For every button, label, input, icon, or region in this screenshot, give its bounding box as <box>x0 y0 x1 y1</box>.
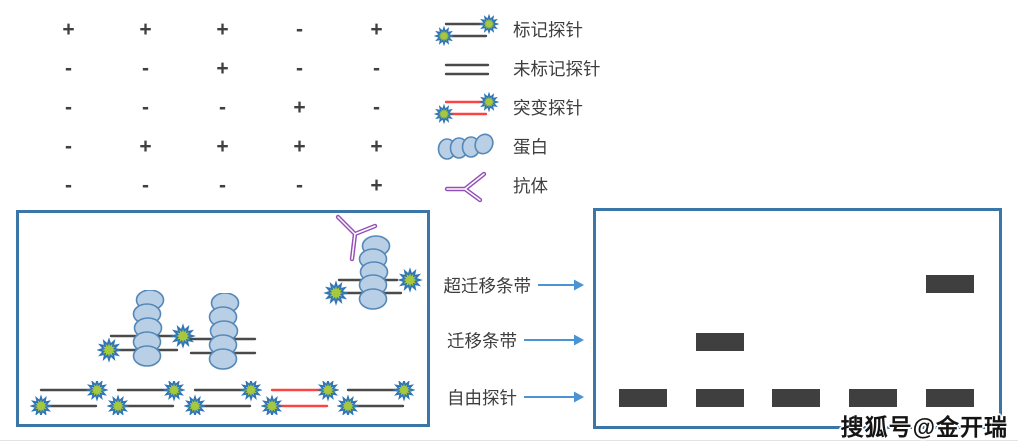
matrix-cell-r4c5: + <box>370 134 383 158</box>
shift-band-text: 迁移条带 <box>447 330 517 351</box>
matrix-cell-r1c5: + <box>370 17 383 41</box>
gel-band-free-lane3 <box>772 389 820 407</box>
matrix-cell-r1c2: + <box>139 17 152 41</box>
matrix-cell-r5c2: - <box>142 173 149 197</box>
labeled-probe <box>31 381 107 415</box>
matrix-cell-r1c4: - <box>296 17 303 41</box>
reaction-diagram-box <box>16 210 430 427</box>
legend: 标记探针 未标记探针 突变探针 <box>430 10 601 205</box>
matrix-cell-r3c2: - <box>142 95 149 119</box>
matrix-cell-r3c3: - <box>219 95 226 119</box>
legend-row-mutant-probe: 突变探针 <box>430 88 601 127</box>
unlabeled-probe-icon <box>430 59 504 79</box>
matrix-cell-r4c2: + <box>139 134 152 158</box>
right-arrow-icon <box>538 279 584 291</box>
gel-band-free-lane4 <box>849 389 897 407</box>
right-arrow-icon <box>524 391 584 403</box>
matrix-cell-r2c2: - <box>142 56 149 80</box>
gel-band-supershift-lane5 <box>926 275 974 293</box>
matrix-cell-r2c5: - <box>373 56 380 80</box>
labeled-probe <box>108 381 184 415</box>
gel-box <box>593 208 1002 429</box>
right-arrow-icon <box>524 334 584 346</box>
labeled-probe <box>185 381 261 415</box>
supershift-band-text: 超迁移条带 <box>443 275 532 296</box>
gel-band-free-lane2 <box>696 389 744 407</box>
supershift-band-label: 超迁移条带 <box>443 273 584 297</box>
matrix-cell-r5c4: - <box>296 173 303 197</box>
matrix-cell-r5c3: - <box>219 173 226 197</box>
legend-label: 突变探针 <box>513 98 583 118</box>
matrix-cell-r1c1: + <box>62 17 75 41</box>
legend-row-antibody: 抗体 <box>430 166 601 205</box>
matrix-cell-r4c1: - <box>65 134 72 158</box>
matrix-cell-r2c1: - <box>65 56 72 80</box>
protein-icon <box>430 132 504 162</box>
labeled-probe-icon <box>430 14 504 46</box>
free-probe-text: 自由探针 <box>447 387 517 408</box>
condition-matrix: + + + - + - - + - - - - - + - - + + + + - - - - + <box>30 10 415 205</box>
protein-unlabeled-probe-complex <box>189 293 257 370</box>
matrix-cell-r3c1: - <box>65 95 72 119</box>
matrix-cell-r2c3: + <box>216 56 229 80</box>
bottom-divider <box>0 440 1018 441</box>
gel-row-labels: 超迁移条带 迁移条带 自由探针 <box>424 0 584 446</box>
matrix-cell-r4c3: + <box>216 134 229 158</box>
legend-label: 标记探针 <box>513 20 583 40</box>
mutant-probe-icon <box>430 92 504 124</box>
matrix-cell-r2c4: - <box>296 56 303 80</box>
shift-band-label: 迁移条带 <box>447 328 584 352</box>
labeled-probe <box>338 381 414 415</box>
legend-row-unlabeled-probe: 未标记探针 <box>430 49 601 88</box>
matrix-cell-r5c5: + <box>370 173 383 197</box>
gel-band-free-lane1 <box>619 389 667 407</box>
watermark: 搜狐号@金开瑞 <box>840 414 1008 440</box>
mutant-probe <box>262 381 338 415</box>
gel-band-free-lane5 <box>926 389 974 407</box>
matrix-cell-r1c3: + <box>216 17 229 41</box>
matrix-cell-r3c5: - <box>373 95 380 119</box>
antibody-icon <box>430 168 504 204</box>
antibody-protein-probe-complex <box>325 214 421 310</box>
gel-band-shift-lane2 <box>696 333 744 351</box>
legend-label: 未标记探针 <box>513 59 601 79</box>
protein-labeled-probe-complex <box>98 290 194 367</box>
matrix-cell-r3c4: + <box>293 95 306 119</box>
free-probe-label: 自由探针 <box>447 385 584 409</box>
legend-label: 抗体 <box>513 176 548 196</box>
legend-row-protein: 蛋白 <box>430 127 601 166</box>
matrix-cell-r4c4: + <box>293 134 306 158</box>
legend-label: 蛋白 <box>513 137 548 157</box>
legend-row-labeled-probe: 标记探针 <box>430 10 601 49</box>
matrix-cell-r5c1: - <box>65 173 72 197</box>
